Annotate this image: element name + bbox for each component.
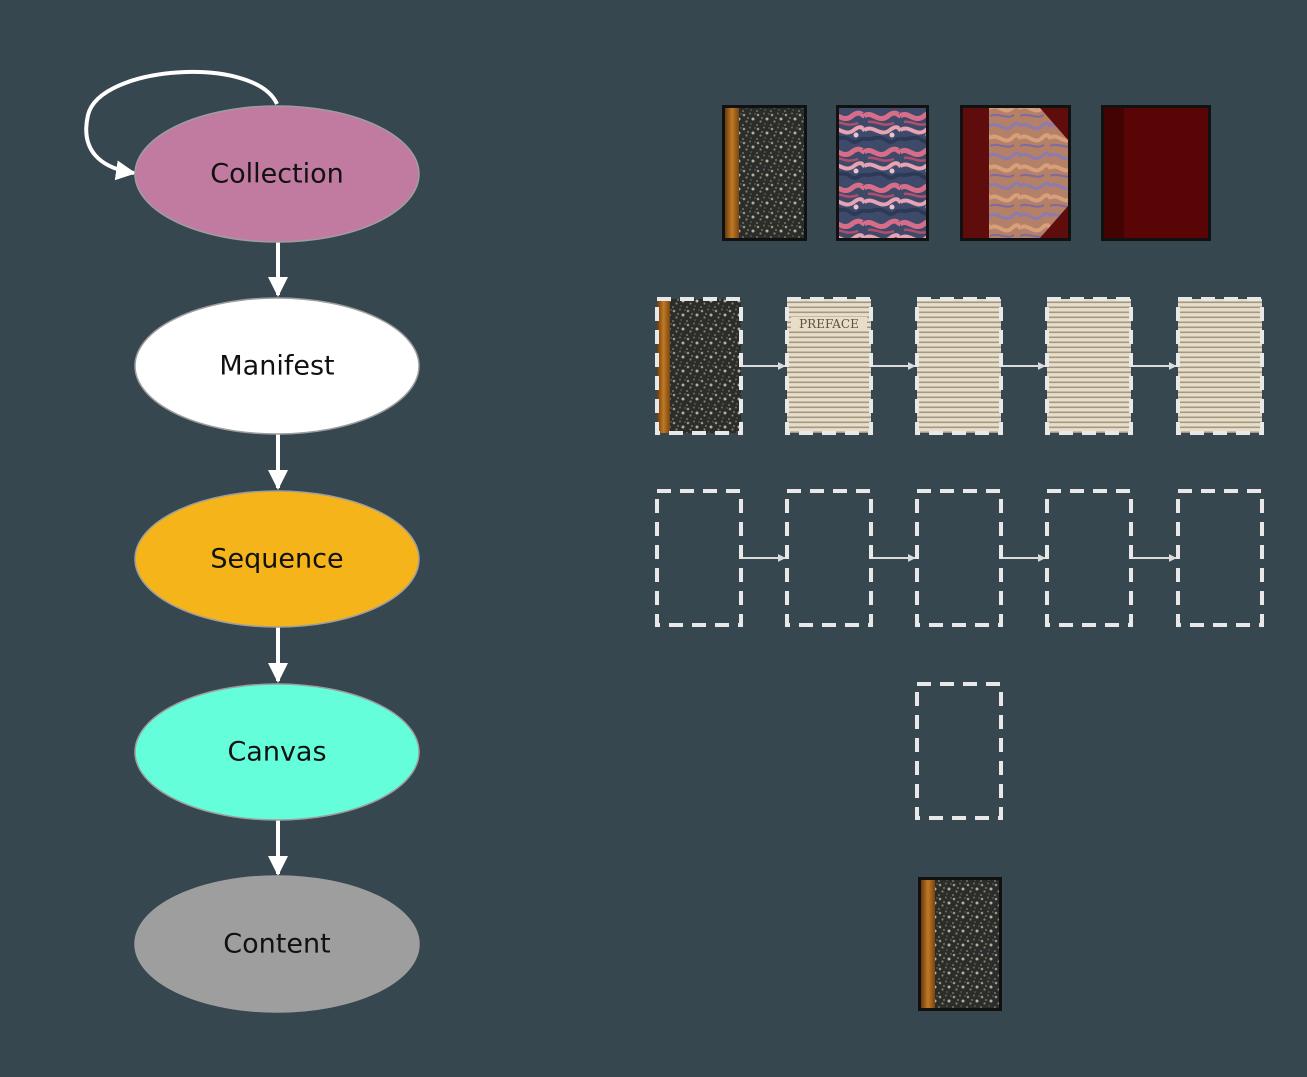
node-collection-label: Collection [210,159,344,190]
node-content: Content [134,875,420,1013]
node-canvas-label: Canvas [227,737,326,768]
book-cover-icon [655,297,743,435]
collection-examples [722,105,1211,241]
canvas-with-image [915,297,1003,435]
node-manifest-label: Manifest [219,351,334,382]
empty-canvas-frame [1045,489,1133,627]
page-icon [1176,297,1264,435]
edge-collection-self-loop [84,70,279,181]
canvas-with-image [1045,297,1133,435]
canvas-with-image [1176,297,1264,435]
node-manifest-shape [134,297,420,435]
empty-canvas-frame [785,489,873,627]
node-sequence-shape [134,490,420,628]
sequence-examples: PREFACE [655,297,1264,435]
marbled-endpaper-icon [836,105,929,241]
content-example [918,877,1002,1011]
node-content-label: Content [223,929,330,960]
node-manifest: Manifest [134,297,420,435]
node-sequence-label: Sequence [210,544,343,575]
empty-canvas-frame [915,489,1003,627]
hierarchy-flow: Collection Manifest Sequence Canvas Cont… [84,70,420,1013]
canvas-with-image: PREFACE [785,297,873,435]
node-collection-shape [134,105,420,243]
page-icon [915,297,1003,435]
empty-canvas-frame [655,489,743,627]
book-cover-icon [960,105,1071,241]
node-sequence: Sequence [134,490,420,628]
node-content-shape [134,875,420,1013]
canvas-with-image [655,297,743,435]
book-cover-icon [1101,105,1211,241]
empty-canvas-frame [1176,489,1264,627]
preface-heading: PREFACE [799,317,859,331]
single-canvas-frame [915,682,1003,820]
page-icon [785,297,873,435]
node-collection: Collection [134,105,420,243]
canvas-examples [655,489,1264,820]
node-canvas-shape [134,683,420,821]
node-canvas: Canvas [134,683,420,821]
book-cover-icon [918,877,1002,1011]
page-icon [1045,297,1133,435]
book-cover-icon [722,105,807,241]
